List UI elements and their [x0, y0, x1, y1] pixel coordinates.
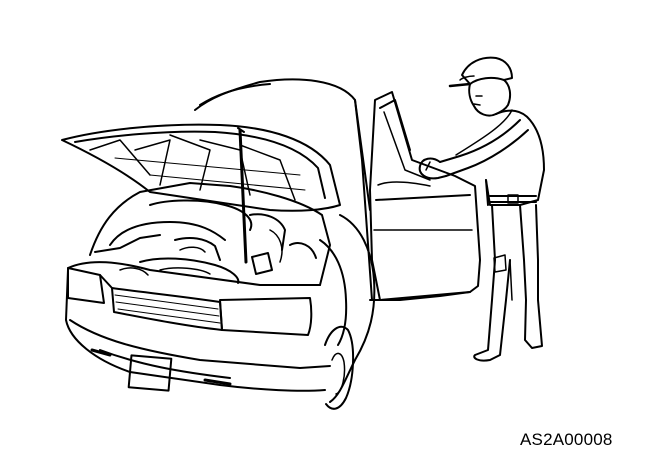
hood-open — [62, 125, 340, 262]
open-door — [370, 92, 480, 300]
figure-code-label: AS2A00008 — [520, 430, 613, 449]
engine-bay — [90, 183, 330, 285]
mechanic-figure — [420, 58, 544, 361]
